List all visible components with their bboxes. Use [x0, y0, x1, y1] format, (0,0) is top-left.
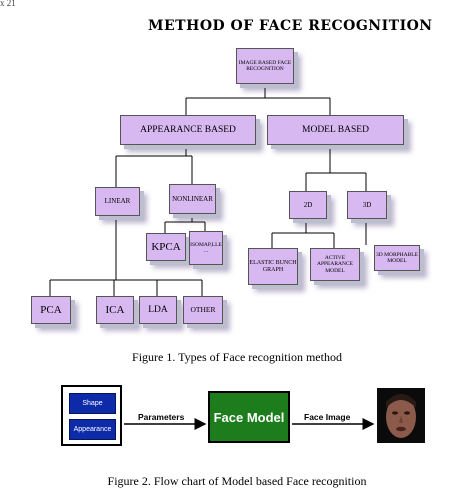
node-2d-label: 2D: [303, 200, 313, 209]
node-lda: LDA: [139, 296, 177, 324]
shape-box: Shape: [69, 393, 116, 414]
node-linear: LINEAR: [95, 187, 140, 216]
node-other-label: OTHER: [190, 304, 216, 314]
node-3d-morphable-model: 3D MORPHABLE MODEL: [374, 245, 420, 271]
face-model-label: Face Model: [213, 409, 285, 425]
node-model-based: MODEL BASED: [267, 115, 404, 145]
figure1-title: METHOD OF FACE RECOGNITION: [148, 18, 433, 34]
node-active-appearance-model: ACTIVE APPEARANCE MODEL: [310, 248, 360, 281]
node-3d-label: 3D: [362, 200, 372, 209]
corner-page-mark: x 21: [0, 0, 16, 8]
node-ica: ICA: [96, 296, 134, 324]
node-3d: 3D: [347, 191, 387, 219]
node-image-based-face-recognition: IMAGE BASED FACE RECOGNITION: [236, 48, 294, 84]
node-elastic-bunch-graph-label: ELASTIC BUNCH GRAPH: [249, 259, 297, 273]
model-input-panel: Shape Appearance: [61, 385, 122, 446]
node-active-appearance-model-label: ACTIVE APPEARANCE MODEL: [316, 255, 354, 274]
node-3d-morphable-model-label: 3D MORPHABLE MODEL: [375, 251, 419, 264]
node-image-based-face-recognition-label: IMAGE BASED FACE RECOGNITION: [238, 59, 292, 72]
node-linear-label: LINEAR: [104, 197, 131, 206]
node-other: OTHER: [183, 296, 223, 324]
face-model-box: Face Model: [208, 391, 290, 443]
node-elastic-bunch-graph: ELASTIC BUNCH GRAPH: [248, 248, 298, 285]
node-ica-label: ICA: [105, 303, 125, 316]
node-pca-label: PCA: [40, 303, 62, 316]
node-kpca: KPCA: [146, 233, 186, 261]
node-pca: PCA: [31, 296, 71, 324]
shape-label: Shape: [82, 400, 103, 407]
appearance-label: Appearance: [73, 426, 112, 433]
node-isomap-lle-label: ISOMAP,LLE ...: [190, 241, 222, 254]
node-nonlinear-label: NONLINEAR: [172, 194, 213, 203]
node-appearance-based-label: APPEARANCE BASED: [140, 124, 236, 135]
node-model-based-label: MODEL BASED: [302, 124, 369, 135]
parameters-label: Parameters: [138, 412, 185, 422]
node-2d: 2D: [289, 191, 327, 219]
face-image-label: Face Image: [304, 412, 351, 422]
appearance-box: Appearance: [69, 419, 116, 440]
node-lda-label: LDA: [148, 304, 168, 315]
face-image-photo: [377, 388, 425, 443]
node-nonlinear: NONLINEAR: [169, 184, 216, 214]
node-isomap-lle: ISOMAP,LLE ...: [189, 231, 223, 265]
figure1-caption: Figure 1. Types of Face recognition meth…: [132, 350, 342, 364]
figure2-caption: Figure 2. Flow chart of Model based Face…: [107, 474, 367, 488]
node-appearance-based: APPEARANCE BASED: [120, 115, 256, 145]
node-kpca-label: KPCA: [151, 240, 181, 253]
